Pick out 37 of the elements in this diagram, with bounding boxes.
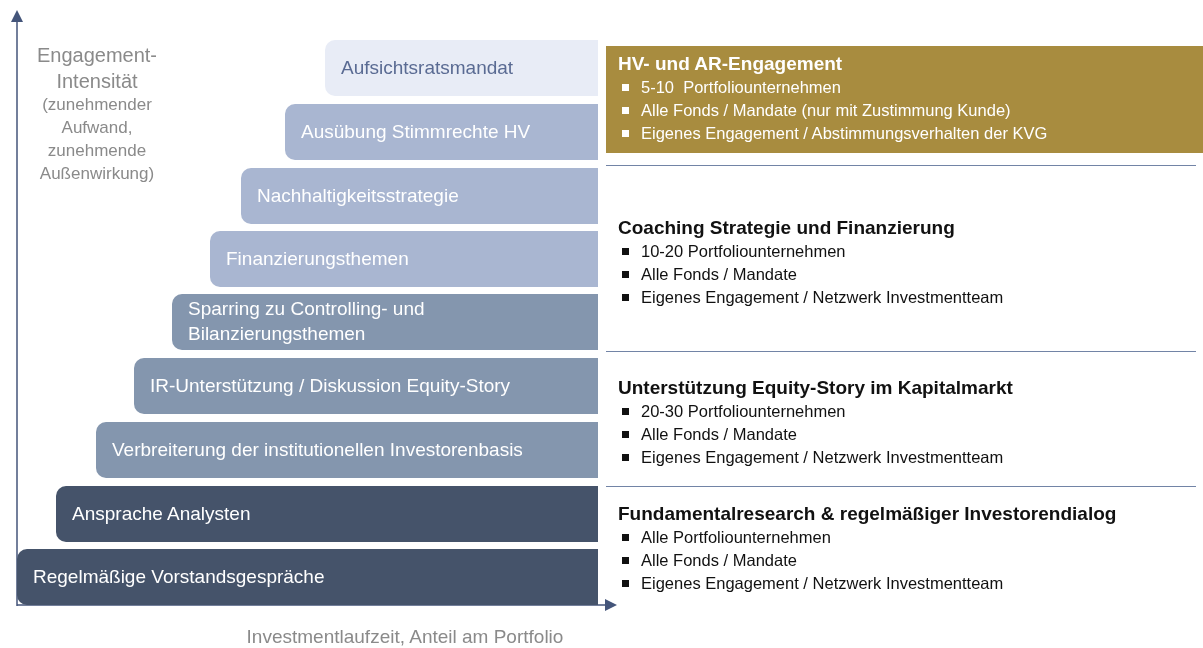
step-label: Regelmäßige Vorstandsgespräche bbox=[33, 564, 325, 589]
bullet-text: 20-30 Portfoliounternehmen bbox=[641, 401, 846, 421]
stair-step bbox=[134, 358, 598, 414]
bullet-text: Eigenes Engagement / Netzwerk Investmentteam bbox=[641, 573, 1004, 593]
bullet-text: Alle Fonds / Mandate (nur mit Zustimmung Kunde) bbox=[641, 100, 1011, 120]
step-label: Nachhaltigkeitsstrategie bbox=[257, 183, 459, 208]
bullet-text: Eigenes Engagement / Netzwerk Investmentteam bbox=[641, 447, 1004, 467]
bullet-text: 10-20 Portfoliounternehmen bbox=[641, 241, 846, 261]
section-heading: HV- und AR-Engagement bbox=[618, 52, 844, 76]
stair-step bbox=[241, 168, 598, 224]
step-label: Ausübung Stimmrechte HV bbox=[301, 119, 531, 144]
axis-title: Engagement-Intensität bbox=[35, 43, 159, 94]
axis-subtitle: (zunehmender Aufwand, zunehmende Außenwirkung) bbox=[38, 94, 156, 185]
stair-step bbox=[56, 486, 598, 542]
highlight-panel bbox=[606, 46, 1203, 153]
stair-step bbox=[172, 294, 598, 350]
section-heading: Fundamentalresearch & regelmäßiger Investorendialog bbox=[618, 502, 1118, 526]
bullet-text: Alle Fonds / Mandate bbox=[641, 550, 797, 570]
bullet-text: Alle Fonds / Mandate bbox=[641, 424, 797, 444]
bullet-text: Alle Portfoliounternehmen bbox=[641, 527, 831, 547]
bullet-text: Eigenes Engagement / Netzwerk Investmentteam bbox=[641, 287, 1004, 307]
stair-step bbox=[96, 422, 598, 478]
bullet-text: Alle Fonds / Mandate bbox=[641, 264, 797, 284]
section-heading: Unterstützung Equity-Story im Kapitalmarkt bbox=[618, 376, 1014, 400]
step-label: Verbreiterung der institutionellen Investorenbasis bbox=[112, 437, 523, 462]
step-label: Ansprache Analysten bbox=[72, 501, 251, 526]
bullet-text: 5-10 Portfoliounternehmen bbox=[641, 77, 841, 97]
step-label: Finanzierungsthemen bbox=[226, 246, 409, 271]
section-heading: Coaching Strategie und Finanzierung bbox=[618, 216, 956, 240]
stair-step bbox=[285, 104, 598, 160]
step-label: IR-Unterstützung / Diskussion Equity-Story bbox=[150, 373, 511, 398]
bullet-text: Eigenes Engagement / Abstimmungsverhalten der KVG bbox=[641, 123, 1048, 143]
stair-step bbox=[210, 231, 598, 287]
step-label: Aufsichtsratsmandat bbox=[341, 55, 514, 80]
axis-title: Investmentlaufzeit, Anteil am Portfolio bbox=[245, 626, 565, 648]
stair-step bbox=[17, 549, 598, 605]
step-label: Sparring zu Controlling- und Bilanzierungsthemen bbox=[188, 297, 426, 346]
